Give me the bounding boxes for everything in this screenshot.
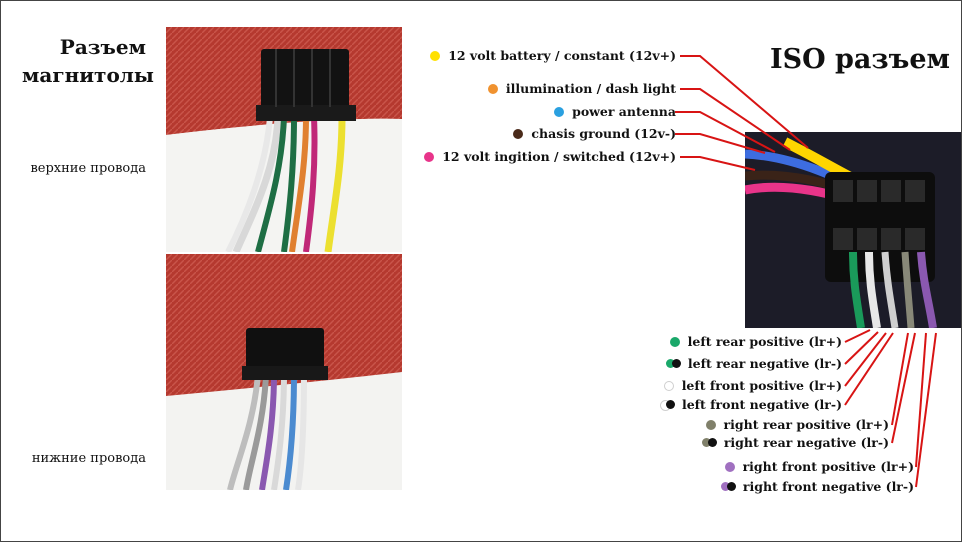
bottom-label-7: right front negative (lr-) [742,479,914,494]
bottom-label-0: left rear positive (lr+) [687,334,842,349]
lower-wires-label: нижние провода [31,451,146,466]
color-dot-1 [487,84,498,94]
iso-connector-title: ISO разъем [770,44,950,75]
top-label-0: 12 volt battery / constant (12v+) [448,48,676,63]
top-label-4: 12 volt ingition / switched (12v+) [442,149,676,164]
wire-color-marker-1 [665,359,682,369]
top-label-1: illumination / dash light [505,81,676,96]
leader-lfn [844,332,894,406]
bottom-label-5: right rear negative (lr-) [723,435,889,450]
wire-color-marker-3 [659,400,676,411]
bottom-label-4: right rear positive (lr+) [723,417,889,432]
leader-rfp [915,332,927,468]
wire-color-marker-7 [720,482,737,492]
leader-lrp [844,329,871,343]
radio-connector-title: Разъем магнитолы [22,35,154,87]
leader-rfn [915,332,937,488]
top-label-3: chasis ground (12v-) [531,126,676,141]
bottom-label-6: right front positive (lr+) [742,459,914,474]
wire-color-marker-0 [669,337,680,347]
color-dot-0 [430,51,441,61]
bottom-label-2: left front positive (lr+) [681,378,842,393]
bottom-label-3: left front negative (lr-) [681,397,842,412]
leader-rrp [891,332,909,426]
leader-lrn [844,331,879,365]
radio-connector-lower-photo [166,254,402,490]
wire-color-marker-4 [705,420,716,430]
bottom-label-1: left rear negative (lr-) [687,356,842,371]
leader-ground [675,133,766,154]
leader-battery [680,55,809,149]
leader-illumination [680,88,791,151]
leader-rrn [891,332,916,444]
iso-connector-photo [745,132,961,328]
wire-color-marker-2 [663,381,674,391]
wire-color-marker-5 [701,438,718,448]
color-dot-3 [513,129,524,139]
color-dot-4 [424,152,435,162]
color-dot-2 [554,107,565,117]
leader-lfp [844,332,887,387]
upper-wires-label: верхние провода [30,161,146,176]
wire-color-marker-6 [724,462,735,472]
radio-connector-upper-photo [166,27,402,252]
leader-ignition [680,156,756,171]
leader-antenna [675,111,776,153]
top-label-2: power antenna [572,104,676,119]
